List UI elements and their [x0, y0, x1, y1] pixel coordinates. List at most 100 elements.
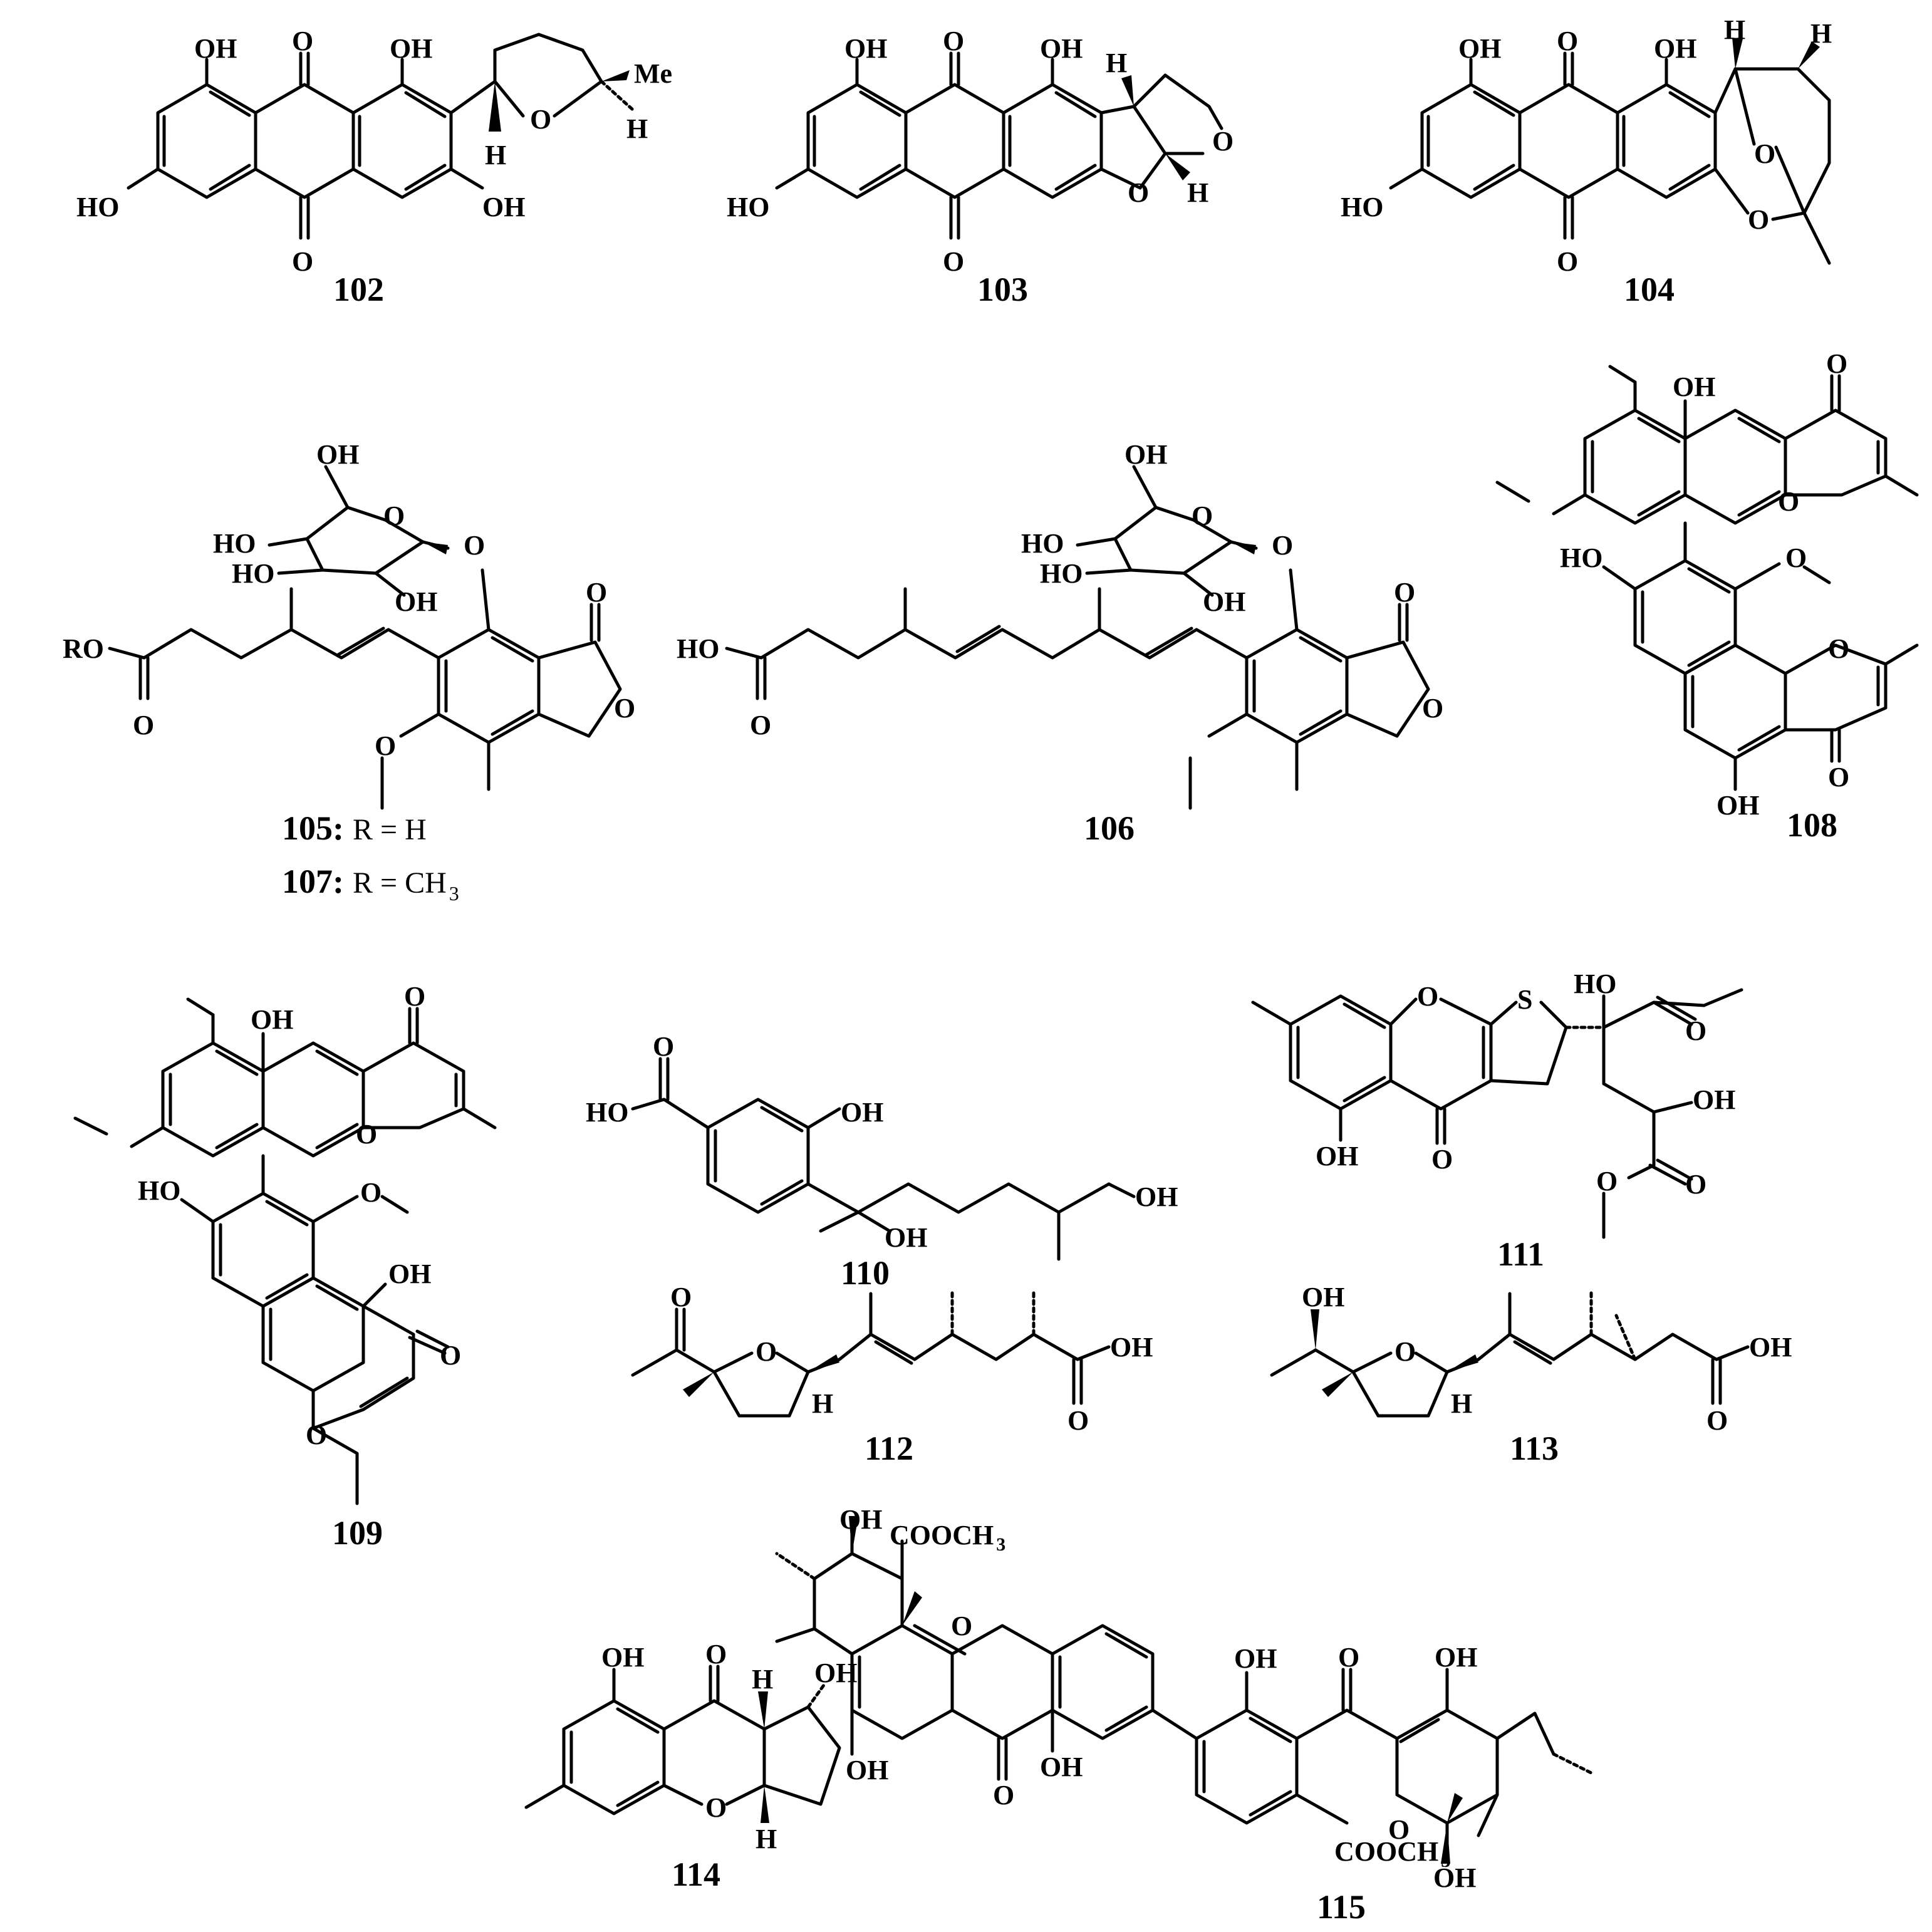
atom-label: O [1272, 530, 1293, 561]
atom-label: O [375, 730, 396, 761]
atom-label: OH [1316, 1141, 1358, 1171]
atom-label: OH [482, 192, 525, 222]
atom-label: HO [1560, 543, 1602, 573]
atom-label: O [306, 1420, 327, 1450]
atom-label: O [292, 26, 313, 56]
atom-label: H [812, 1388, 833, 1419]
atom-label: O [1778, 486, 1799, 517]
atom-label: OH [885, 1222, 927, 1253]
structure-105-107: OH HO O O HO OH O RO O O O 105: R = H 10… [63, 439, 635, 905]
atom-label: O [1422, 693, 1443, 724]
structure-111: O S HO O OH OH O O O 111 [1251, 969, 1743, 1273]
atom-label: O [943, 246, 964, 277]
atom-label: O [705, 1639, 727, 1670]
compound-id: 108 [1787, 806, 1837, 844]
atom-label: O [756, 1336, 777, 1367]
atom-label: OH [1433, 1862, 1476, 1893]
atom-label: O [586, 577, 607, 608]
atom-label: O [670, 1282, 692, 1312]
compound-label-107: 107: R = CH 3 [282, 863, 459, 905]
substituent-label: COOCH 3 [1334, 1836, 1450, 1871]
atom-label: O [530, 104, 551, 135]
atom-label: OH [316, 439, 359, 470]
atom-label: Me [634, 58, 672, 89]
atom-label: O [440, 1340, 461, 1371]
atom-label: HO [232, 558, 274, 589]
atom-label: OH [841, 1097, 883, 1128]
atom-label: O [1394, 577, 1415, 608]
atom-label: O [1596, 1166, 1618, 1197]
atom-label: O [1192, 501, 1213, 531]
compound-id: 111 [1497, 1235, 1544, 1273]
atom-label: O [1067, 1405, 1089, 1436]
atom-label: O [1754, 138, 1775, 169]
atom-label: O [1748, 204, 1769, 235]
atom-label: HO [76, 192, 119, 222]
atom-label: OH [1040, 1752, 1083, 1782]
atom-label: OH [395, 586, 437, 617]
compound-id: 113 [1510, 1430, 1559, 1467]
atom-label: H [1451, 1388, 1472, 1419]
atom-label: OH [390, 33, 432, 64]
atom-label: O [1338, 1642, 1359, 1673]
atom-label: O [653, 1031, 674, 1062]
compound-id: 114 [672, 1856, 720, 1893]
atom-label: O [133, 710, 154, 740]
atom-label: OH [1203, 586, 1245, 617]
atom-label: O [705, 1792, 727, 1823]
atom-label: O [943, 26, 964, 56]
atom-label: O [1685, 1015, 1706, 1046]
atom-label: OH [388, 1259, 431, 1289]
structure-106: OH HO O O HO OH O HO O O 106 [677, 439, 1443, 847]
atom-label: O [1828, 762, 1849, 792]
structure-113: OH O H OH O 113 [1270, 1282, 1792, 1467]
atom-label: OH [1040, 33, 1083, 64]
atom-label: O [951, 1611, 972, 1641]
atom-label: H [1724, 14, 1745, 45]
atom-label: OH [839, 1504, 882, 1535]
atom-label: H [485, 140, 506, 170]
atom-label: O [1394, 1336, 1416, 1367]
atom-label: O [356, 1119, 377, 1150]
atom-label: O [383, 501, 405, 531]
atom-label: O [1557, 246, 1578, 277]
compound-id: 110 [841, 1254, 890, 1292]
atom-label: HO [727, 192, 769, 222]
compound-id: 103 [977, 271, 1028, 308]
atom-label: O [360, 1177, 382, 1208]
atom-label: O [1706, 1405, 1728, 1436]
atom-label: S [1517, 984, 1532, 1015]
atom-label: O [614, 693, 635, 724]
structure-102: OH O OH Me O H H HO OH O 102 [76, 26, 672, 308]
atom-label: O [1431, 1144, 1453, 1175]
atom-label: HO [1021, 528, 1064, 559]
atom-label: O [1212, 126, 1233, 157]
structure-108: OH O O HO O O O OH 108 [1495, 348, 1919, 844]
compound-id: 102 [333, 271, 384, 308]
atom-label: OH [846, 1755, 888, 1785]
atom-label: O [1828, 633, 1849, 664]
atom-label: O [292, 246, 313, 277]
atom-label: OH [1673, 371, 1715, 402]
atom-label: O [464, 530, 485, 561]
atom-label: HO [138, 1175, 180, 1206]
atom-label: O [1826, 348, 1847, 379]
atom-label: OH [1234, 1643, 1277, 1674]
atom-label: RO [63, 633, 104, 664]
atom-label: O [404, 981, 425, 1012]
atom-label: OH [814, 1658, 857, 1688]
atom-label: OH [1135, 1182, 1178, 1212]
atom-label: OH [1110, 1332, 1153, 1363]
compound-id: 115 [1317, 1888, 1366, 1926]
compound-id: 106 [1084, 809, 1135, 847]
atom-label: O [1785, 543, 1807, 573]
atom-label: O [1557, 26, 1578, 56]
atom-label: OH [1654, 33, 1696, 64]
atom-label: OH [194, 33, 237, 64]
atom-label: HO [677, 633, 719, 664]
structure-112: O O H OH O 112 [631, 1282, 1153, 1467]
structure-103: OH O OH H O O H HO O 103 [727, 26, 1233, 308]
structure-110: O HO OH OH OH 110 [586, 1031, 1178, 1292]
substituent-label: COOCH 3 [890, 1520, 1005, 1555]
